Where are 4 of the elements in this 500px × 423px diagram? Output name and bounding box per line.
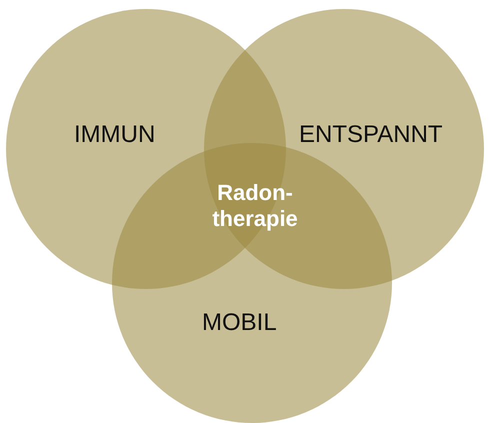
circle-label: IMMUN xyxy=(74,121,156,149)
circle-label: MOBIL xyxy=(202,309,277,337)
center-label: Radon- therapie xyxy=(211,180,299,232)
circle-label: ENTSPANNT xyxy=(299,121,443,149)
